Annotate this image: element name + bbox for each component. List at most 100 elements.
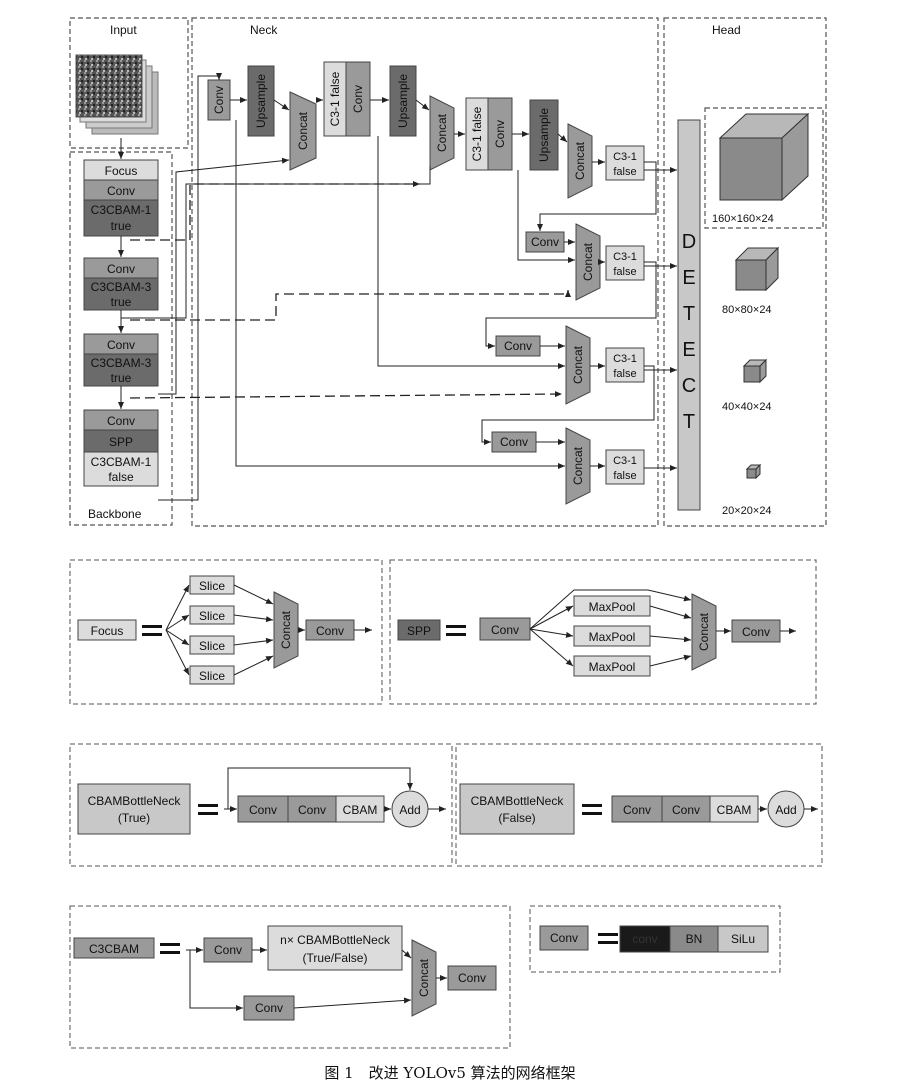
bn-true-conv-2-label: Conv [298,803,326,817]
neck-upsample-a-label: Upsample [254,74,268,128]
neck-upsample-b-label: Upsample [396,74,410,128]
spp-def-equals [446,625,466,636]
focus-def-equals [142,625,162,636]
backbone-c3cbam3-label-b: true [111,295,132,309]
bn-true-conv-2 [287,795,337,823]
neck-concat-a-shape [289,91,317,171]
neck-connections [121,73,677,501]
c3cbam-def-conv-label: Conv [214,943,242,957]
bn-true-add-label: Add [399,803,420,817]
neck-c31-e-false: false [613,368,636,380]
backbone-c3cbam1-box [83,199,159,237]
c3cbam-def-label: C3CBAM [89,942,139,956]
bn-true-border [69,743,453,867]
neck-upsample-b-box [389,65,417,137]
focus-def-conv-label: Conv [316,624,344,638]
conv-def-label: Conv [550,931,578,945]
focus-def-border [69,559,383,705]
spp-def-spp-box [397,619,441,641]
backbone-c3cbam3b-label-b: true [111,371,132,385]
backbone-c3cbam1f-label-b: false [108,470,134,484]
neck-c31-top-label: C3-1 [613,151,637,163]
neck-concat-f-shape [565,427,591,505]
bn-false-cbam [709,795,759,823]
spp-def-border [389,559,817,705]
spp-def-maxpool-1-label: MaxPool [589,600,636,614]
neck-concat-d-shape [575,223,601,301]
backbone-focus-label: Focus [105,164,138,178]
detect-letter: E [682,267,695,289]
neck-c31-f-false: false [613,470,636,482]
backbone-section-title: Backbone [88,507,142,521]
c3cbam-def-arrows [186,947,447,1011]
backbone-spp-label: SPP [109,435,133,449]
neck-concat-b-label: Concat [435,113,449,152]
c3cbam-def-conv-out-label: Conv [458,971,486,985]
neck-upsample-c-box [529,99,559,171]
bn-true-equals [198,804,218,815]
c3cbam-def-bottleneck-label-a: n× CBAMBottleNeck [280,933,391,947]
bn-false-conv-1 [611,795,663,823]
cube-80 [734,246,780,292]
focus-def-arrows [165,584,372,676]
conv-def-bn-label: BN [686,932,703,946]
bn-true-conv-1-label: Conv [249,803,277,817]
focus-def-concat-label: Concat [279,610,293,649]
bn-false-cbam-label: CBAM [717,803,752,817]
backbone-conv1-label: Conv [107,184,135,198]
c3cbam-def-bottleneck-box [267,925,403,971]
focus-def-slice-4-label: Slice [199,669,225,683]
conv-def-silu-label: SiLu [731,932,755,946]
focus-def-slice-3-label: Slice [199,639,225,653]
backbone-c3cbam3-box [83,277,159,311]
conv-def-silu-box [717,925,769,953]
detect-box [677,119,701,511]
neck-c31-d-label: C3-1 [613,251,637,263]
neck-c31-e-box [605,347,645,383]
conv-def-border [529,905,781,973]
detect-letter: T [683,303,695,325]
neck-c31-e-label: C3-1 [613,353,637,365]
output-20-label: 20×20×24 [722,505,772,517]
detect-letter: T [683,411,695,433]
neck-upsample-a-box [247,65,275,137]
neck-c31-d-false: false [613,266,636,278]
figure-caption: 图 1 改进 YOLOv5 算法的网络框架 [324,1064,575,1082]
neck-c31-false-b-label: C3-1 false [470,106,484,161]
input-image [75,54,159,135]
neck-concat-d-label: Concat [581,242,595,281]
conv-def-equals [598,933,618,944]
backbone-c3cbam1f-label-a: C3CBAM-1 [91,455,152,469]
bn-false-label-a: CBAMBottleNeck [471,794,565,808]
detect-letter: E [682,339,695,361]
detect-letter: C [682,375,696,397]
conv-def-conv-box [619,925,671,953]
conv-def-label-box [539,925,589,951]
spp-def-conv-in-label: Conv [491,623,519,637]
neck-concat-c-label: Concat [573,141,587,180]
neck-c31-d-box [605,245,645,281]
neck-upsample-c-label: Upsample [537,108,551,162]
bn-false-equals [582,804,602,815]
spp-def-maxpool-3-label: MaxPool [589,660,636,674]
c3cbam-def-border [69,905,511,1049]
focus-def-slice-1-label: Slice [199,579,225,593]
neck-conv-b-label: Conv [351,85,365,113]
backbone-c3cbam1-label-b: true [111,219,132,233]
bn-false-conv-1-label: Conv [623,803,651,817]
focus-def-focus-box [77,619,137,641]
neck-conv-d-label: Conv [531,235,559,249]
neck-c31-f-box [605,449,645,485]
conv-def-bn-box [669,925,719,953]
output-160-label: 160×160×24 [712,213,774,225]
spp-def-concat-label: Concat [697,612,711,651]
neck-concat-b-shape [429,95,455,171]
neck-conv-f-label: Conv [500,435,528,449]
bn-false-add-label: Add [775,803,796,817]
backbone-c3cbam3-label-a: C3CBAM-3 [91,280,152,294]
bn-true-label-b: (True) [118,811,150,825]
neck-concat-f-label: Concat [571,446,585,485]
spp-def-arrows [529,589,796,667]
focus-def-focus-label: Focus [91,624,124,638]
